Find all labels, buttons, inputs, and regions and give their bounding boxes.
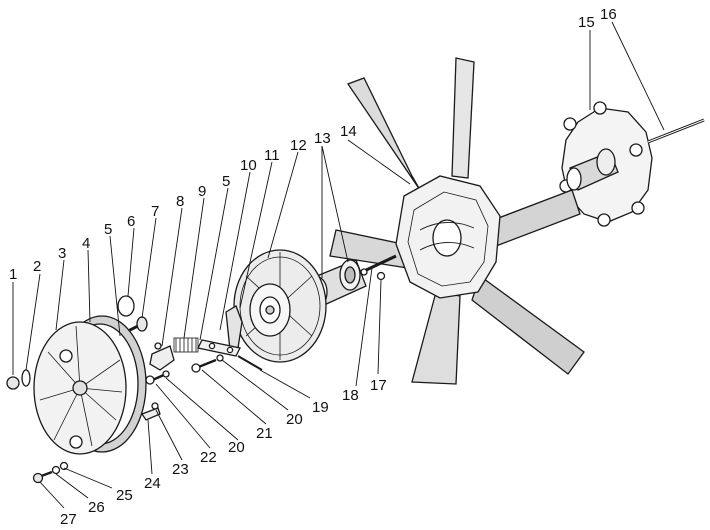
callout-20b: 20 bbox=[228, 439, 245, 456]
bolt-small bbox=[191, 354, 224, 373]
callout-4: 4 bbox=[82, 235, 90, 252]
bolt bbox=[360, 254, 397, 276]
callout-3: 3 bbox=[58, 245, 66, 262]
callout-14: 14 bbox=[340, 123, 357, 140]
housing-cover bbox=[33, 321, 127, 455]
lever bbox=[197, 339, 241, 357]
callout-15: 15 bbox=[578, 14, 595, 31]
callout-21: 21 bbox=[256, 425, 273, 442]
small-washer bbox=[154, 342, 162, 350]
callout-23: 23 bbox=[172, 461, 189, 478]
fan-hub bbox=[395, 175, 501, 299]
callout-11: 11 bbox=[264, 147, 280, 164]
callout-19: 19 bbox=[312, 399, 329, 416]
clip-washer bbox=[151, 402, 159, 410]
callout-25: 25 bbox=[116, 487, 133, 504]
clip bbox=[141, 407, 161, 421]
callout-20a: 20 bbox=[286, 411, 303, 428]
callout-1: 1 bbox=[9, 266, 17, 283]
fan-blades bbox=[329, 57, 585, 385]
callout-10: 10 bbox=[240, 157, 257, 174]
callout-13: 13 bbox=[314, 130, 331, 147]
callout-7: 7 bbox=[151, 203, 159, 220]
callout-24: 24 bbox=[144, 475, 161, 492]
small-bracket bbox=[149, 345, 175, 371]
pulley bbox=[233, 249, 327, 363]
pin bbox=[237, 355, 263, 371]
bracket-shaft bbox=[566, 148, 619, 191]
leader-lines bbox=[12, 21, 665, 509]
callout-labels: 1 2 3 4 5 6 7 8 9 5 10 11 12 13 14 15 16… bbox=[9, 6, 617, 528]
callout-5a: 5 bbox=[104, 221, 112, 238]
washer bbox=[21, 369, 31, 387]
callout-18: 18 bbox=[342, 387, 359, 404]
callout-22: 22 bbox=[200, 449, 217, 466]
spring bbox=[173, 337, 199, 353]
callout-5b: 5 bbox=[222, 173, 230, 190]
callout-12: 12 bbox=[290, 137, 307, 154]
callout-2: 2 bbox=[33, 258, 41, 275]
bolt-small-lower bbox=[145, 370, 170, 385]
callout-26: 26 bbox=[88, 499, 105, 516]
small-nut bbox=[376, 271, 386, 281]
callout-6: 6 bbox=[127, 213, 135, 230]
callout-17: 17 bbox=[370, 377, 387, 394]
callout-8: 8 bbox=[176, 193, 184, 210]
rod bbox=[647, 118, 705, 144]
screw-set bbox=[32, 461, 69, 484]
callout-27: 27 bbox=[60, 511, 77, 528]
nut bbox=[6, 376, 20, 390]
o-ring bbox=[117, 295, 135, 317]
callout-16: 16 bbox=[600, 6, 617, 23]
bracket-arm bbox=[225, 305, 243, 351]
callout-9: 9 bbox=[198, 183, 206, 200]
